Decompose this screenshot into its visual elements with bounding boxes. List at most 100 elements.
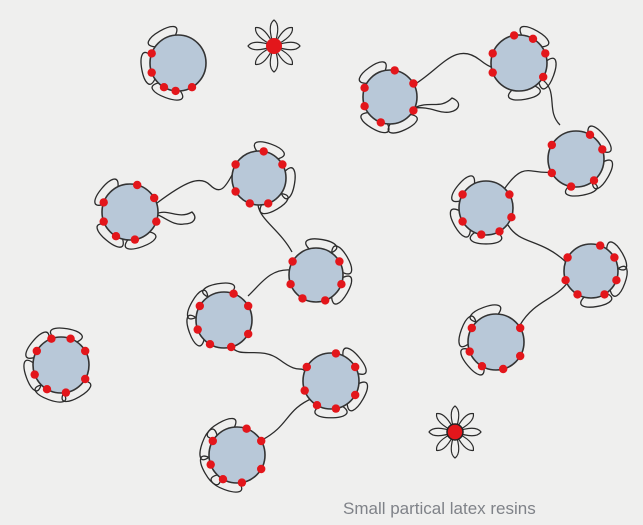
surfactant-site-dot	[547, 140, 556, 150]
particle-core	[195, 291, 253, 349]
surfactant-site-dot	[585, 130, 595, 139]
polymer-loop	[330, 245, 353, 275]
surfactant-site-dot	[300, 386, 309, 395]
particle-core	[208, 426, 266, 484]
polymer-chain-end-1	[413, 97, 460, 113]
surfactant-site-dot	[206, 460, 215, 469]
polymer-loop	[49, 327, 83, 344]
surfactant-site-dot	[589, 176, 599, 185]
polymer-chain-link-9	[507, 224, 567, 263]
surfactant-site-dot	[376, 118, 385, 127]
surfactant-site-dot	[99, 217, 108, 226]
surfactant-site-dot	[111, 232, 121, 241]
particle-core	[467, 313, 525, 371]
surfactant-site-dot	[264, 199, 273, 208]
surfactant-site-dot	[331, 404, 341, 413]
polymer-chain-link-2	[539, 77, 561, 126]
surfactant-site-dot	[596, 241, 605, 250]
polymer-chain-link-4	[156, 174, 233, 204]
particle-core	[458, 180, 514, 236]
surfactant-site-dot	[516, 323, 525, 333]
surfactant-site-dot	[159, 83, 169, 92]
surfactant-site-dot	[81, 346, 90, 356]
surfactant-site-dot	[245, 199, 254, 208]
micelle-petal	[269, 19, 279, 47]
surfactant-site-dot	[288, 257, 297, 266]
surfactant-site-dot	[195, 301, 204, 311]
polymer-chain-link-1	[411, 52, 500, 87]
polymer-chain-link-10	[519, 281, 569, 326]
surfactant-site-dot	[193, 325, 202, 334]
polymer-loop	[94, 178, 119, 206]
latex-particle-p2	[358, 61, 418, 134]
micelle-petal	[454, 427, 482, 437]
polymer-loop	[346, 381, 369, 412]
surfactant-site-dot	[286, 280, 295, 289]
surfactant-site-dot	[147, 68, 156, 77]
surfactant-site-dot	[32, 346, 41, 356]
particle-core	[563, 243, 619, 299]
polymer-loop	[469, 230, 503, 245]
surfactant-site-dot	[566, 182, 576, 191]
polymer-loop	[202, 282, 236, 299]
surfactant-site-dot	[547, 168, 556, 178]
polymer-loop	[34, 383, 67, 403]
latex-particle-p1	[140, 25, 207, 101]
polymer-loop	[469, 304, 502, 324]
surfactant-site-dot	[610, 253, 619, 262]
surfactant-site-dot	[218, 475, 228, 484]
polymer-loop	[460, 348, 485, 376]
surfactant-site-dot	[231, 160, 240, 169]
polymer-loop	[330, 275, 353, 305]
micelle-petal	[450, 405, 460, 433]
polymer-loop	[314, 404, 348, 419]
surfactant-site-dot	[573, 290, 582, 299]
latex-particle-p10	[186, 282, 253, 352]
surfactant-site-dot	[205, 340, 215, 349]
surfactant-site-dot	[147, 49, 156, 58]
surfactant-site-dot	[561, 276, 570, 285]
latex-particle-p6	[94, 178, 161, 250]
latex-particle-p8	[286, 238, 353, 305]
surfactant-site-dot	[30, 370, 39, 379]
latex-particle-p13	[300, 347, 369, 419]
micelle-petal	[247, 41, 275, 51]
polymer-loop	[23, 359, 43, 392]
latex-particle-p9	[561, 241, 628, 308]
latex-particle-p7	[449, 175, 516, 245]
surfactant-site-dot	[208, 436, 217, 446]
latex-particle-p14	[199, 417, 266, 493]
surfactant-site-dot	[600, 290, 609, 299]
surfactant-site-dot	[259, 147, 268, 156]
polymer-loop	[206, 417, 237, 440]
micelle-petal	[450, 431, 460, 459]
surfactant-site-dot	[335, 257, 344, 266]
polymer-chain-end-2	[155, 211, 196, 225]
particle-core	[231, 150, 287, 206]
latex-particle-p12	[23, 327, 92, 403]
surfactant-site-dot	[321, 296, 330, 305]
particle-core	[362, 69, 418, 125]
particle-core	[547, 130, 605, 188]
surfactant-site-dot	[495, 227, 504, 236]
polymer-loop	[186, 314, 206, 347]
polymer-loop	[199, 428, 219, 461]
micelle-petal	[454, 431, 475, 452]
diagram-caption: Small partical latex resins	[343, 499, 536, 518]
surfactant-site-dot	[528, 34, 538, 43]
polymer-loop	[449, 208, 472, 238]
surfactant-site-dot	[227, 342, 236, 352]
surfactant-site-dot	[130, 235, 140, 244]
surfactant-site-dot	[477, 362, 487, 371]
polymer-loop	[387, 113, 418, 134]
polymer-loop	[210, 473, 243, 493]
polymer-loop	[507, 84, 541, 101]
surfactant-site-dot	[42, 385, 52, 394]
polymer-loop	[186, 289, 209, 320]
micelle-petal	[254, 45, 275, 66]
surfactant-site-dot	[244, 301, 253, 311]
surfactant-site-dot	[298, 294, 307, 303]
surfactant-site-dot	[66, 334, 75, 343]
polymer-loop	[587, 125, 612, 153]
